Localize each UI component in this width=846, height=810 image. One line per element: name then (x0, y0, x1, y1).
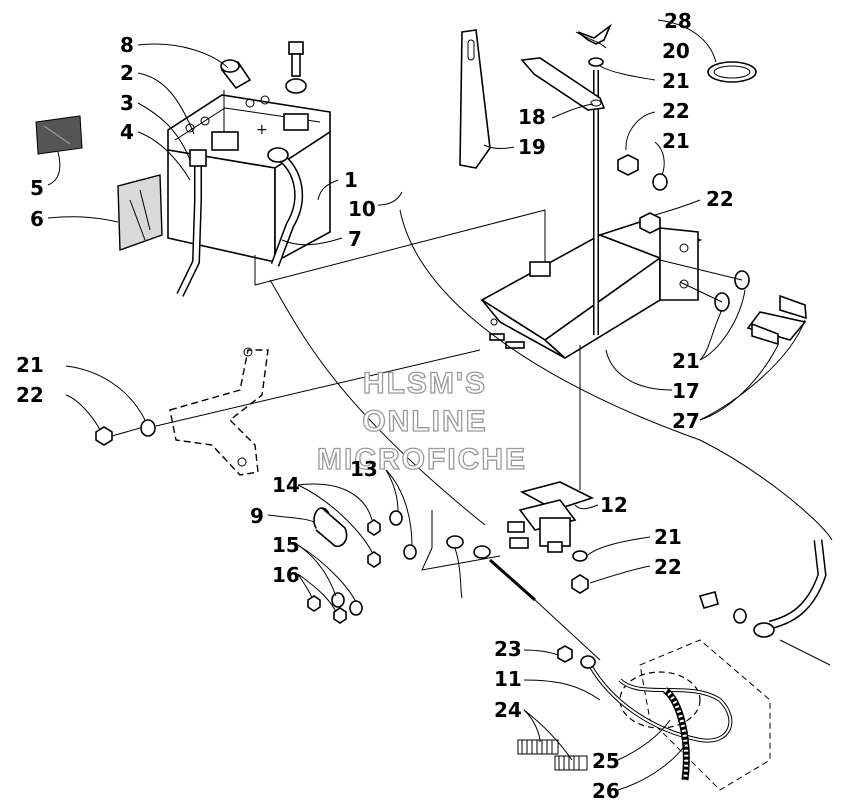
callout-14: 14 (272, 473, 300, 497)
callout-28: 28 (664, 9, 692, 33)
callout-21-top: 21 (662, 69, 690, 93)
callout-19: 19 (518, 135, 546, 159)
callout-17: 17 (672, 379, 700, 403)
callout-3: 3 (120, 91, 134, 115)
callout-22-solenoid: 22 (654, 555, 682, 579)
callout-4: 4 (120, 120, 134, 144)
callout-27: 27 (672, 409, 700, 433)
callout-7: 7 (348, 227, 362, 251)
callout-2: 2 (120, 61, 134, 85)
callout-15: 15 (272, 533, 300, 557)
terminal-bolt (288, 41, 304, 77)
callout-13: 13 (350, 457, 378, 481)
callout-22-left: 22 (16, 383, 44, 407)
callout-21-solenoid: 21 (654, 525, 682, 549)
starter-motor (619, 639, 771, 791)
leader-lines (47, 19, 806, 791)
callout-numbers: 8 2 3 4 5 6 1 7 10 28 20 21 18 19 22 21 … (16, 9, 734, 803)
callout-10: 10 (348, 197, 376, 221)
battery-box (480, 221, 703, 359)
callout-5: 5 (30, 176, 44, 200)
callout-22-upper: 22 (662, 99, 690, 123)
battery: + (167, 94, 331, 264)
callout-21-left: 21 (16, 353, 44, 377)
callout-21-upper: 21 (662, 129, 690, 153)
callout-23: 23 (494, 637, 522, 661)
callout-18: 18 (518, 105, 546, 129)
watermark-line-1: HLSM'S (363, 367, 487, 400)
callout-12: 12 (600, 493, 628, 517)
callout-11: 11 (494, 667, 522, 691)
watermark: HLSM'S ONLINE MICROFICHE (316, 366, 527, 476)
spring-pair (517, 739, 588, 771)
callout-24: 24 (494, 698, 522, 722)
svg-text:+: + (256, 122, 268, 138)
callout-9: 9 (250, 504, 264, 528)
starter-solenoid (507, 481, 595, 553)
callout-8: 8 (120, 33, 134, 57)
callout-26: 26 (592, 779, 620, 803)
vent-cap (220, 59, 252, 90)
terminal-boot (313, 507, 348, 548)
callout-6: 6 (30, 207, 44, 231)
callout-1: 1 (344, 168, 358, 192)
callout-21-box: 21 (672, 349, 700, 373)
callout-22-box: 22 (706, 187, 734, 211)
callout-16: 16 (272, 563, 300, 587)
watermark-line-2: ONLINE (362, 405, 487, 438)
callout-25: 25 (592, 749, 620, 773)
callout-20: 20 (662, 39, 690, 63)
watermark-line-3: MICROFICHE (317, 443, 527, 476)
